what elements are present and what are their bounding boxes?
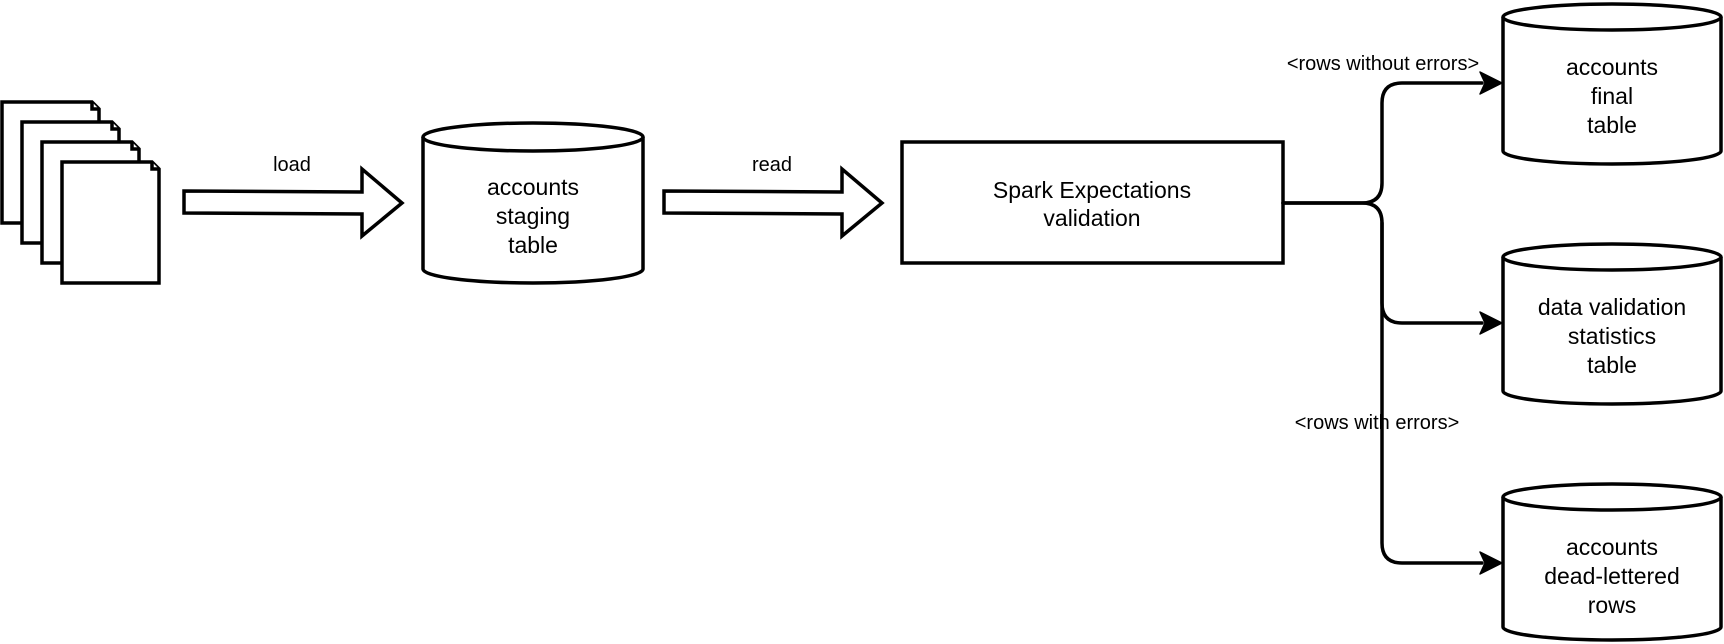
staging-table-label-line3: table	[508, 232, 558, 258]
final-table-label-line1: accounts	[1566, 54, 1658, 80]
dead-letter-table-cylinder: accounts dead-lettered rows	[1501, 482, 1723, 642]
validation-label-line1: Spark Expectations	[993, 177, 1191, 203]
final-table-label-line2: final	[1591, 83, 1633, 109]
dead-letter-table-label-line1: accounts	[1566, 534, 1658, 560]
arrowhead-final-table	[1479, 71, 1503, 95]
dead-letter-table-label-line2: dead-lettered	[1544, 563, 1680, 589]
validation-process-box: Spark Expectations validation	[900, 140, 1285, 265]
staging-table-label-line2: staging	[496, 203, 570, 229]
final-table-cylinder: accounts final table	[1501, 2, 1723, 166]
staging-table-cylinder: accounts staging table	[421, 121, 645, 285]
stats-table-label-line1: data validation	[1538, 294, 1686, 320]
source-files-stack	[0, 100, 161, 285]
read-label: read	[752, 154, 792, 176]
document-icon	[60, 160, 161, 285]
final-table-label-line3: table	[1587, 112, 1637, 138]
connector-to-dead-letter-table	[1380, 221, 1484, 565]
output-connectors: <rows without errors> <rows with errors>	[1281, 53, 1503, 575]
stats-table-cylinder: data validation statistics table	[1501, 242, 1723, 406]
load-label: load	[273, 154, 311, 176]
read-arrow: read	[662, 154, 885, 240]
load-arrow: load	[182, 154, 405, 240]
arrowhead-stats-table	[1479, 311, 1503, 335]
rows-with-errors-label: <rows with errors>	[1295, 412, 1460, 434]
staging-table-label-line1: accounts	[487, 174, 579, 200]
stats-table-label-line3: table	[1587, 352, 1637, 378]
stats-table-label-line2: statistics	[1568, 323, 1656, 349]
dead-letter-table-label-line3: rows	[1588, 592, 1637, 618]
validation-label-line2: validation	[1043, 205, 1140, 231]
rows-without-errors-label: <rows without errors>	[1287, 53, 1479, 75]
connector-to-final-table	[1281, 81, 1484, 205]
arrowhead-dead-letter-table	[1479, 551, 1503, 575]
